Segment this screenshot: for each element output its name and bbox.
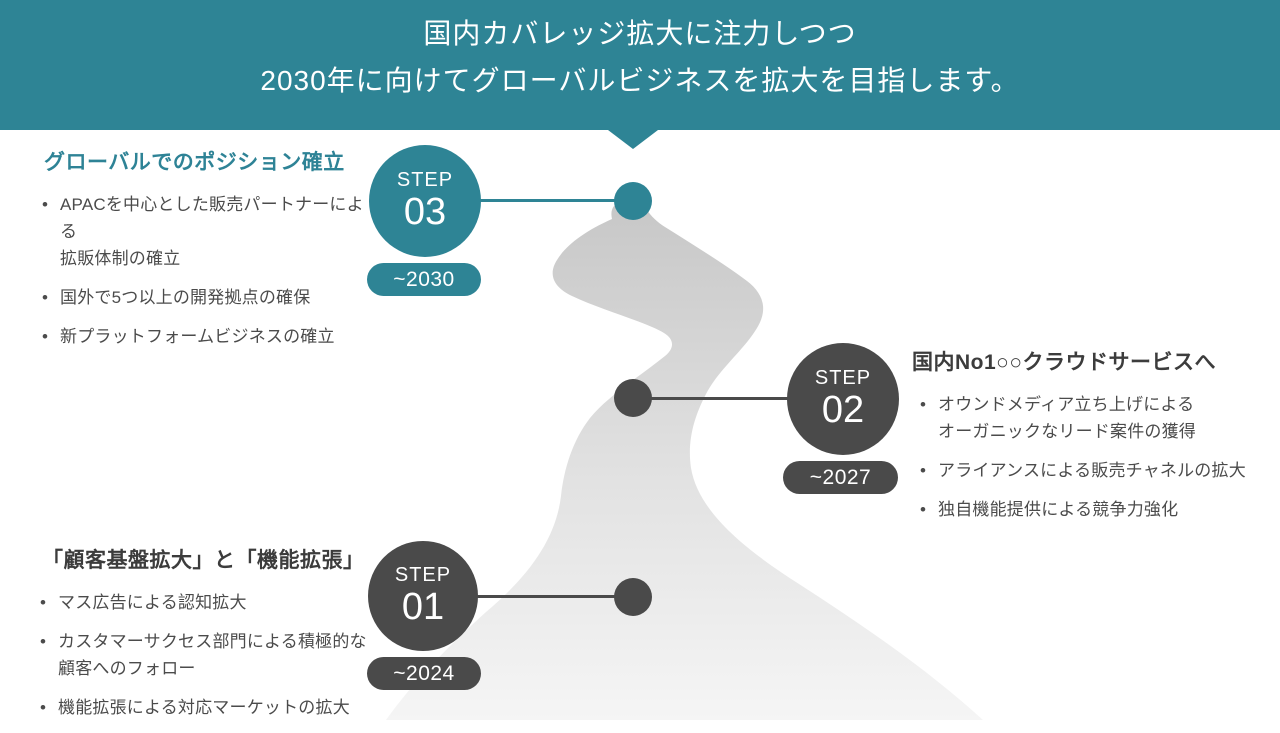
step2-period-text: ~2027 <box>809 465 872 489</box>
bullet-text: アライアンスによる販売チャネルの拡大 <box>938 461 1246 480</box>
connector-step3 <box>462 199 634 202</box>
step3-label: STEP <box>396 169 454 191</box>
step1-period-text: ~2024 <box>393 661 455 685</box>
step3-number: 03 <box>403 191 447 233</box>
step3-heading: グローバルでのポジション確立 <box>44 151 345 174</box>
bullet-marker <box>908 391 938 445</box>
road-path <box>386 200 983 720</box>
header-banner <box>0 0 1280 130</box>
bullet-text: APACを中心とした販売パートナーによる <box>60 195 364 241</box>
bullet-marker <box>28 589 58 616</box>
bullet-text: 新プラットフォームビジネスの確立 <box>60 327 335 346</box>
bullet-marker <box>908 457 938 484</box>
bullet-item: マス広告による認知拡大 <box>28 589 378 616</box>
bullet-marker <box>28 694 58 721</box>
bullet-marker <box>30 323 60 350</box>
bullet-text: カスタマーサクセス部門による積極的な <box>58 632 367 651</box>
bullet-marker <box>30 191 60 272</box>
bullet-item: 独自機能提供による競争力強化 <box>908 496 1273 523</box>
step1-number: 01 <box>401 586 445 628</box>
bullet-item: 国外で5つ以上の開発拠点の確保 <box>30 284 380 311</box>
bullet-marker <box>28 628 58 682</box>
bullet-marker <box>30 284 60 311</box>
step1-heading: 「顧客基盤拡大」と「機能拡張」 <box>42 549 365 572</box>
connector-step1 <box>460 595 634 598</box>
milestone-dot-step1 <box>614 578 652 616</box>
bullet-text: 顧客へのフォロー <box>58 659 196 678</box>
milestone-dot-step2 <box>614 379 652 417</box>
step1-text-block: 「顧客基盤拡大」と「機能拡張」 マス広告による認知拡大 カスタマーサクセス部門に… <box>28 544 378 733</box>
slide-title: 国内カバレッジ拡大に注力しつつ 2030年に向けてグローバルビジネスを拡大を目指… <box>0 10 1280 104</box>
step1-label: STEP <box>394 564 452 586</box>
bullet-item: オウンドメディア立ち上げによる オーガニックなリード案件の獲得 <box>908 391 1273 445</box>
step2-heading: 国内No1○○クラウドサービスへ <box>912 351 1217 374</box>
bullet-text: 独自機能提供による競争力強化 <box>938 500 1179 519</box>
bullet-text: オーガニックなリード案件の獲得 <box>938 422 1196 441</box>
milestone-dot-step3 <box>614 182 652 220</box>
step3-circle: STEP 03 <box>369 145 481 257</box>
bullet-text: 拡販体制の確立 <box>60 249 181 268</box>
bullet-text: マス広告による認知拡大 <box>58 593 247 612</box>
step2-circle: STEP 02 <box>787 343 899 455</box>
bullet-item: APACを中心とした販売パートナーによる 拡販体制の確立 <box>30 191 380 272</box>
bullet-item: アライアンスによる販売チャネルの拡大 <box>908 457 1273 484</box>
header-pointer-triangle <box>608 130 658 149</box>
bullet-text: オウンドメディア立ち上げによる <box>938 395 1195 414</box>
step3-period-badge: ~2030 <box>367 263 481 296</box>
step1-period-badge: ~2024 <box>367 657 481 690</box>
connector-step2 <box>650 397 795 400</box>
step2-period-badge: ~2027 <box>783 461 898 494</box>
bullet-item: 新プラットフォームビジネスの確立 <box>30 323 380 350</box>
bullet-marker <box>908 496 938 523</box>
step1-circle: STEP 01 <box>368 541 478 651</box>
bullet-item: カスタマーサクセス部門による積極的な 顧客へのフォロー <box>28 628 378 682</box>
step2-label: STEP <box>814 367 872 389</box>
step3-period-text: ~2030 <box>393 267 455 291</box>
step3-text-block: グローバルでのポジション確立 APACを中心とした販売パートナーによる 拡販体制… <box>30 146 380 362</box>
slide-title-line1: 国内カバレッジ拡大に注力しつつ <box>423 18 857 49</box>
step2-number: 02 <box>821 389 865 431</box>
step2-text-block: 国内No1○○クラウドサービスへ オウンドメディア立ち上げによる オーガニックな… <box>908 346 1273 535</box>
bullet-text: 国外で5つ以上の開発拠点の確保 <box>60 288 311 307</box>
bullet-item: 機能拡張による対応マーケットの拡大 <box>28 694 378 721</box>
slide-title-line2: 2030年に向けてグローバルビジネスを拡大を目指します。 <box>260 65 1020 96</box>
bullet-text: 機能拡張による対応マーケットの拡大 <box>58 698 350 717</box>
